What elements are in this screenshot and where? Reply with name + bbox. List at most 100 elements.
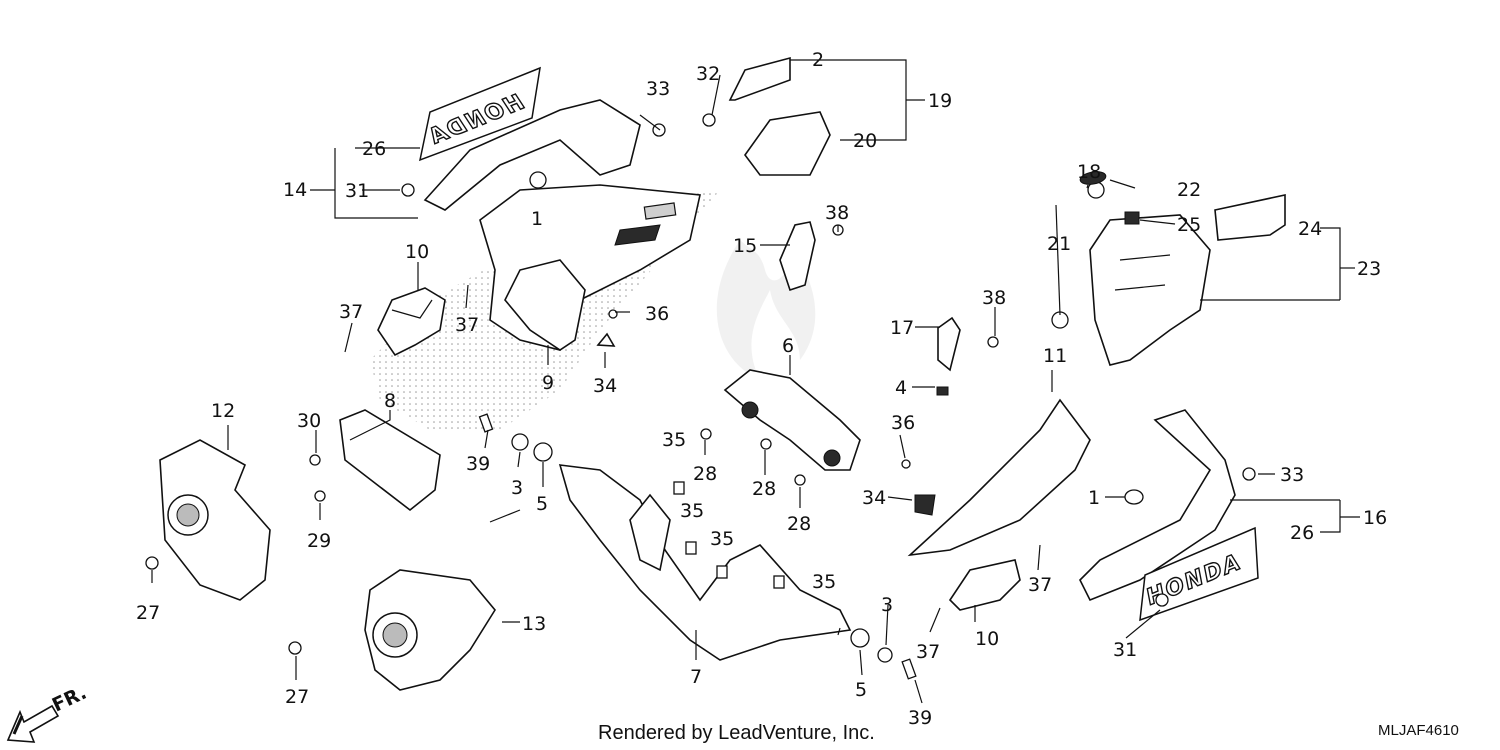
- part-15-bracket: [779, 221, 816, 292]
- callout-1: 1: [1088, 487, 1100, 509]
- bolt-38b: [987, 336, 999, 348]
- callout-33: 33: [1280, 464, 1304, 486]
- callout-19: 19: [928, 90, 952, 112]
- part-13-headlight-housing: [364, 569, 496, 691]
- clip-35d: [773, 575, 785, 589]
- part-12-headlight-housing: [159, 439, 271, 601]
- bolt-28a: [700, 428, 712, 440]
- callout-33: 33: [646, 78, 670, 100]
- callout-31: 31: [345, 180, 369, 202]
- clip-35c: [716, 565, 728, 579]
- bolt-33b: [1242, 467, 1256, 481]
- bolt-39b: [901, 658, 917, 680]
- screw-36a: [608, 309, 618, 319]
- hardware-small: [145, 113, 1256, 680]
- callout-9: 9: [542, 372, 554, 394]
- callout-1: 1: [531, 208, 543, 230]
- callout-12: 12: [211, 400, 235, 422]
- bolt-27a: [145, 556, 159, 570]
- part-23-right-housing: [1089, 214, 1211, 366]
- callout-15: 15: [733, 235, 757, 257]
- callout-4: 4: [895, 377, 907, 399]
- callout-7: 7: [690, 666, 702, 688]
- callout-22: 22: [1177, 179, 1201, 201]
- callout-13: 13: [522, 613, 546, 635]
- part-9-inner-panel: [504, 259, 586, 351]
- callout-36: 36: [645, 303, 669, 325]
- callout-11: 11: [1043, 345, 1067, 367]
- screw-36b: [901, 459, 911, 469]
- clip-25: [1124, 211, 1140, 225]
- bolt-32: [702, 113, 716, 127]
- callout-17: 17: [890, 317, 914, 339]
- callout-18: 18: [1077, 161, 1101, 183]
- callout-28: 28: [693, 463, 717, 485]
- grommet-1a: [529, 171, 547, 189]
- leader-lines: [151, 59, 1360, 704]
- callout-27: 27: [285, 686, 309, 708]
- callout-8: 8: [384, 390, 396, 412]
- bolt-28c: [794, 474, 806, 486]
- callout-6: 6: [782, 335, 794, 357]
- part-10-left: [377, 287, 446, 357]
- callout-35: 35: [710, 528, 734, 550]
- part-24-flat-panel: [1214, 194, 1286, 241]
- grommet-5a: [533, 442, 553, 462]
- callout-35: 35: [680, 500, 704, 522]
- callout-10: 10: [405, 241, 429, 263]
- callout-28: 28: [752, 478, 776, 500]
- part-6-center-bracket: [723, 369, 861, 471]
- bolt-28b: [760, 438, 772, 450]
- grommet-5b: [850, 628, 870, 648]
- callout-16: 16: [1363, 507, 1387, 529]
- part-7-lower-fairing: [558, 464, 852, 661]
- callout-36: 36: [891, 412, 915, 434]
- callout-21: 21: [1047, 233, 1071, 255]
- callout-3: 3: [881, 594, 893, 616]
- front-direction-indicator: FR.: [6, 682, 90, 743]
- callout-23: 23: [1357, 258, 1381, 280]
- callout-5: 5: [855, 679, 867, 701]
- clip-34a: [596, 332, 616, 347]
- callout-25: 25: [1177, 214, 1201, 236]
- callout-28: 28: [787, 513, 811, 535]
- callout-37: 37: [455, 314, 479, 336]
- callout-34: 34: [593, 375, 617, 397]
- callout-30: 30: [297, 410, 321, 432]
- callout-29: 29: [307, 530, 331, 552]
- bolt-39a: [478, 413, 494, 433]
- callout-labels: 1 1 2 3 3 4 5 5 6 7 8 9 10 10 11 12 13 1…: [136, 49, 1387, 729]
- grommet-22: [1079, 171, 1107, 185]
- callout-38: 38: [825, 202, 849, 224]
- callout-38: 38: [982, 287, 1006, 309]
- collar-3b: [877, 647, 893, 663]
- callout-37: 37: [1028, 574, 1052, 596]
- bolt-29: [314, 490, 326, 502]
- callout-39: 39: [908, 707, 932, 729]
- bolt-30: [309, 454, 321, 466]
- callout-14: 14: [283, 179, 307, 201]
- callout-34: 34: [862, 487, 886, 509]
- part-11-right-lower-cover: [907, 398, 1091, 557]
- callout-24: 24: [1298, 218, 1322, 240]
- callout-26: 26: [362, 138, 386, 160]
- callout-37: 37: [339, 301, 363, 323]
- clip-4: [936, 386, 949, 396]
- callout-39: 39: [466, 453, 490, 475]
- clip-35a: [673, 481, 685, 495]
- direction-label: FR.: [49, 682, 90, 717]
- part-16-right-cowl: [1079, 409, 1236, 602]
- callout-27: 27: [136, 602, 160, 624]
- collar-3a: [511, 433, 529, 451]
- callout-26: 26: [1290, 522, 1314, 544]
- clip-35b: [685, 541, 697, 555]
- callout-5: 5: [536, 493, 548, 515]
- footer-credit: Rendered by LeadVenture, Inc.: [598, 722, 875, 744]
- callout-2: 2: [812, 49, 824, 71]
- callout-31: 31: [1113, 639, 1137, 661]
- part-10-right: [948, 559, 1021, 611]
- bolt-31a: [401, 183, 415, 197]
- bracket-17: [937, 316, 961, 372]
